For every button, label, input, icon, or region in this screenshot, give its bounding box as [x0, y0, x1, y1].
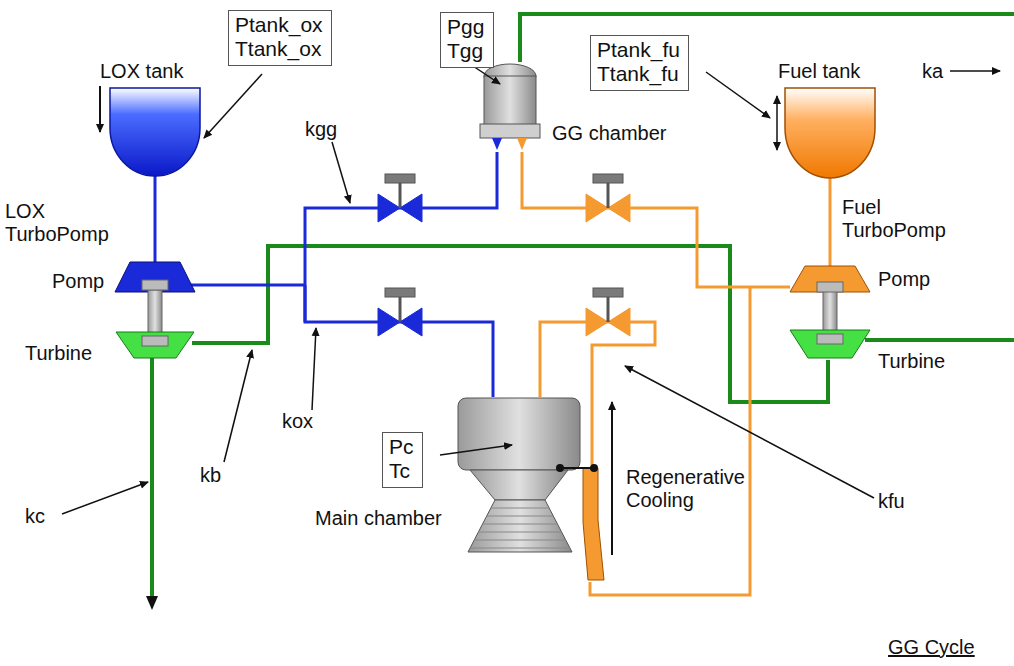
main-chamber	[458, 398, 580, 552]
flow-ratio-label: kox	[282, 410, 313, 433]
fuel-lines	[522, 152, 830, 595]
parameter-text: Pc	[389, 435, 416, 459]
parameter-box: PggTgg	[440, 12, 494, 68]
flow-ratio-label: kfu	[878, 490, 905, 513]
flow-ratio-label: ka	[922, 60, 943, 83]
valve-symbol	[586, 288, 630, 336]
parameter-box: Ptank_oxTtank_ox	[228, 10, 332, 66]
parameter-box: Ptank_fuTtank_fu	[590, 35, 689, 91]
component-label: GG chamber	[552, 122, 666, 145]
flow-ratio-label: kb	[200, 464, 221, 487]
lox-turbopump	[115, 262, 195, 358]
parameter-text: Tc	[389, 459, 416, 483]
parameter-text: Ttank_ox	[235, 37, 325, 61]
valve-symbol	[378, 288, 422, 336]
component-label: Pomp	[52, 270, 104, 293]
component-label: Main chamber	[315, 507, 442, 530]
fuel-tank	[785, 88, 875, 178]
tank-label: Fuel tank	[778, 60, 860, 83]
cycle-caption: GG Cycle	[888, 636, 975, 659]
parameter-text: Ptank_ox	[235, 13, 325, 37]
green-gas-lines	[152, 14, 1014, 600]
lox-lines	[155, 152, 497, 397]
parameter-text: Ptank_fu	[597, 38, 682, 62]
parameter-text: Pgg	[447, 15, 487, 39]
flow-arrow	[611, 402, 613, 555]
valve-symbol	[378, 174, 422, 222]
fuel-turbopump	[790, 266, 870, 358]
component-label: Turbine	[878, 350, 945, 373]
cooling-jacket	[583, 468, 604, 580]
component-label: Regenerative Cooling	[626, 466, 746, 512]
exhaust-arrow	[146, 596, 158, 610]
component-label: LOX TurboPomp	[5, 200, 115, 246]
parameter-text: Tgg	[447, 39, 487, 63]
flow-ratio-label: kgg	[305, 118, 337, 141]
tank-label: LOX tank	[100, 60, 183, 83]
component-label: Fuel TurboPomp	[842, 196, 952, 242]
lox-tank	[110, 88, 200, 176]
flow-ratio-label: kc	[25, 505, 45, 528]
component-label: Pomp	[878, 268, 930, 291]
valve-symbol	[586, 174, 630, 222]
component-label: Turbine	[25, 342, 92, 365]
parameter-text: Ttank_fu	[597, 62, 682, 86]
leader-lines	[62, 64, 1000, 514]
parameter-box: PcTc	[382, 432, 423, 488]
